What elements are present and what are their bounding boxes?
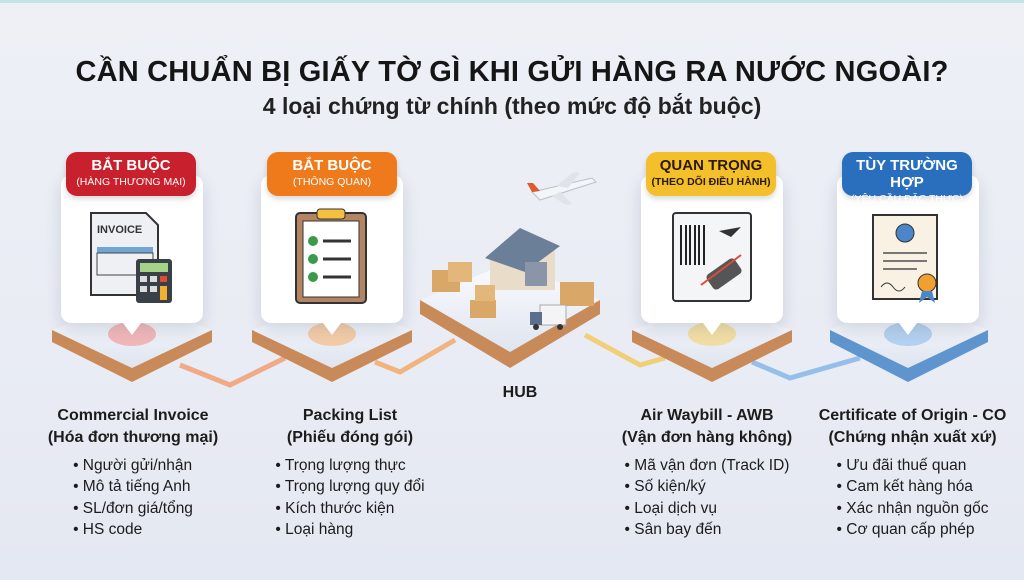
- doc-items: Trọng lượng thực Trọng lượng quy đổi Kíc…: [275, 455, 425, 540]
- doc-items: Mã vận đơn (Track ID) Số kiện/ký Loại dị…: [625, 455, 790, 540]
- list-item: Kích thước kiện: [275, 498, 424, 519]
- card-commercial-invoice: INVOICE: [61, 175, 203, 335]
- badge-case-by-case: TÙY TRƯỜNG HỢP (YÊU CẦU ĐẶC THỰC): [842, 152, 972, 205]
- doc-name-vi: (Hóa đơn thương mại): [47, 429, 219, 446]
- card-certificate-of-origin: [837, 175, 979, 335]
- svg-text:INVOICE: INVOICE: [97, 224, 142, 236]
- badge-required-commercial: BẮT BUỘC (HÀNG THƯƠNG MẠI): [66, 152, 196, 196]
- doc-packing-list: Packing List (Phiếu đóng gói) Trọng lượn…: [250, 405, 450, 540]
- doc-name: Commercial Invoice: [57, 407, 209, 424]
- badge-subtitle: (THEO DÕI ĐIỀU HÀNH): [651, 176, 771, 188]
- doc-name: Air Waybill - AWB: [640, 407, 774, 424]
- list-item: Cam kết hàng hóa: [837, 476, 989, 497]
- list-item: Mô tả tiếng Anh: [73, 476, 193, 497]
- list-item: HS code: [73, 519, 193, 540]
- doc-name-vi: (Phiếu đóng gói): [286, 429, 414, 446]
- list-item: Số kiện/ký: [625, 476, 790, 497]
- badge-subtitle: (YÊU CẦU ĐẶC THỰC): [850, 193, 964, 205]
- badge-title: BẮT BUỘC: [91, 157, 171, 174]
- hub-label: HUB: [502, 384, 538, 401]
- doc-name-vi: (Chứng nhận xuất xứ): [828, 429, 997, 446]
- card-air-waybill: [641, 175, 783, 335]
- barcode-scanner-icon: [672, 212, 752, 335]
- certificate-icon: [872, 214, 938, 335]
- list-item: Xác nhận nguồn gốc: [837, 498, 988, 519]
- airplane-icon: [527, 172, 597, 205]
- page-subtitle: 4 loại chứng từ chính (theo mức độ bắt b…: [262, 93, 762, 119]
- list-item: Mã vận đơn (Track ID): [625, 455, 789, 476]
- badge-title: TÙY TRƯỜNG HỢP: [856, 157, 958, 191]
- doc-name: Certificate of Origin - CO: [818, 407, 1007, 424]
- list-item: Loại dịch vụ: [625, 498, 790, 519]
- list-item: Ưu đãi thuế quan: [837, 455, 989, 476]
- badge-subtitle: (THÔNG QUAN): [292, 176, 372, 188]
- connector-line: [179, 355, 287, 388]
- list-item: Trọng lượng quy đổi: [275, 476, 425, 497]
- badge-title: BẮT BUỘC: [292, 157, 372, 174]
- page-title: CẦN CHUẨN BỊ GIẤY TỜ GÌ KHI GỬI HÀNG RA …: [75, 56, 949, 88]
- clipboard-checklist-icon: [295, 208, 367, 335]
- doc-items: Ưu đãi thuế quan Cam kết hàng hóa Xác nh…: [837, 455, 989, 540]
- warehouse-icon: [485, 228, 560, 290]
- badge-subtitle: (HÀNG THƯƠNG MẠI): [76, 176, 186, 188]
- list-item: Loại hàng: [275, 519, 424, 540]
- doc-name-vi: (Vận đơn hàng không): [621, 429, 793, 446]
- doc-name: Packing List: [302, 407, 398, 424]
- connector-line: [374, 337, 457, 375]
- list-item: Người gửi/nhận: [73, 455, 193, 476]
- invoice-calculator-icon: INVOICE: [90, 212, 172, 335]
- list-item: SL/đơn giá/tổng: [73, 498, 193, 519]
- badge-title: QUAN TRỌNG: [659, 157, 763, 174]
- badge-important: QUAN TRỌNG (THEO DÕI ĐIỀU HÀNH): [646, 152, 776, 196]
- top-border: [0, 0, 1024, 3]
- truck-icon: [530, 304, 567, 330]
- card-packing-list: [261, 175, 403, 335]
- doc-air-waybill: Air Waybill - AWB (Vận đơn hàng không) M…: [607, 405, 807, 540]
- list-item: Trọng lượng thực: [275, 455, 424, 476]
- doc-certificate-of-origin: Certificate of Origin - CO (Chứng nhận x…: [805, 405, 1020, 540]
- doc-commercial-invoice: Commercial Invoice (Hóa đơn thương mại) …: [33, 405, 233, 540]
- boxes-icon: [432, 262, 594, 318]
- connector-line: [751, 355, 861, 381]
- doc-items: Người gửi/nhận Mô tả tiếng Anh SL/đơn gi…: [73, 455, 193, 540]
- list-item: Sân bay đến: [625, 519, 790, 540]
- list-item: Cơ quan cấp phép: [837, 519, 989, 540]
- hub-platform: [420, 228, 600, 368]
- badge-required-customs: BẮT BUỘC (THÔNG QUAN): [267, 152, 397, 196]
- connector-line: [583, 332, 666, 368]
